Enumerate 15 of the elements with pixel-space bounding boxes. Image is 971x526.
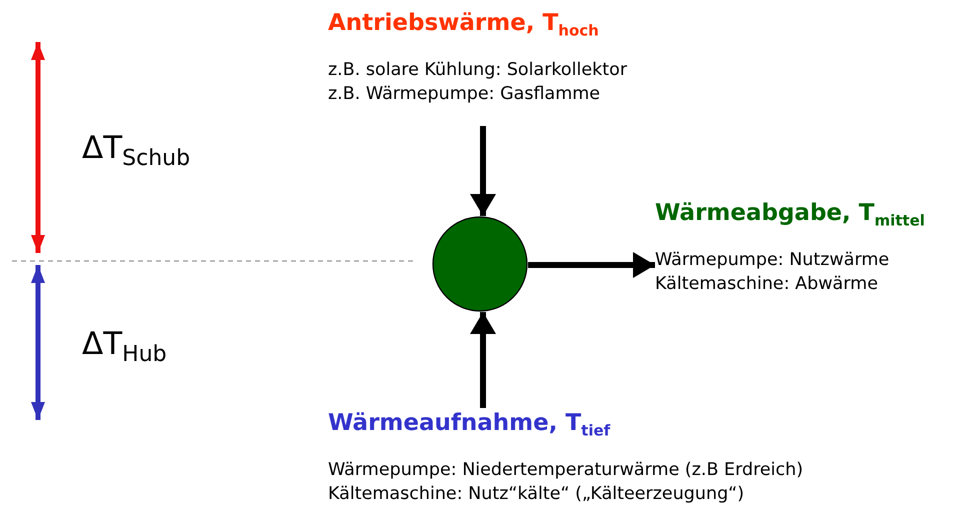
arrow bbox=[470, 126, 496, 216]
description-text: Kältemaschine: Nutz“kälte“ („Kälteerzeugung“) bbox=[328, 484, 744, 504]
description-text: z.B. solare Kühlung: Solarkollektor bbox=[328, 60, 628, 80]
arrow bbox=[528, 252, 655, 278]
description-text: Wärmepumpe: Nutzwärme bbox=[655, 250, 890, 270]
description-text: Kältemaschine: Abwärme bbox=[655, 274, 878, 294]
delta-t-label: ΔT$_{Schub}$ bbox=[82, 130, 190, 172]
description-text: Wärmepumpe: Niedertemperaturwärme (z.B Erdreich) bbox=[328, 460, 804, 480]
description-text: z.B. Wärmepumpe: Gasflamme bbox=[328, 84, 600, 104]
delta-t-label: ΔT$_{Hub}$ bbox=[82, 326, 167, 368]
heading: Wärmeabgabe, T$_{mittel}$ bbox=[655, 199, 925, 232]
heading: Antriebswärme, T$_{hoch}$ bbox=[328, 9, 599, 42]
circle-node bbox=[432, 216, 528, 312]
heading: Wärmeaufnahme, T$_{tief}$ bbox=[328, 409, 610, 442]
arrow bbox=[470, 312, 496, 408]
